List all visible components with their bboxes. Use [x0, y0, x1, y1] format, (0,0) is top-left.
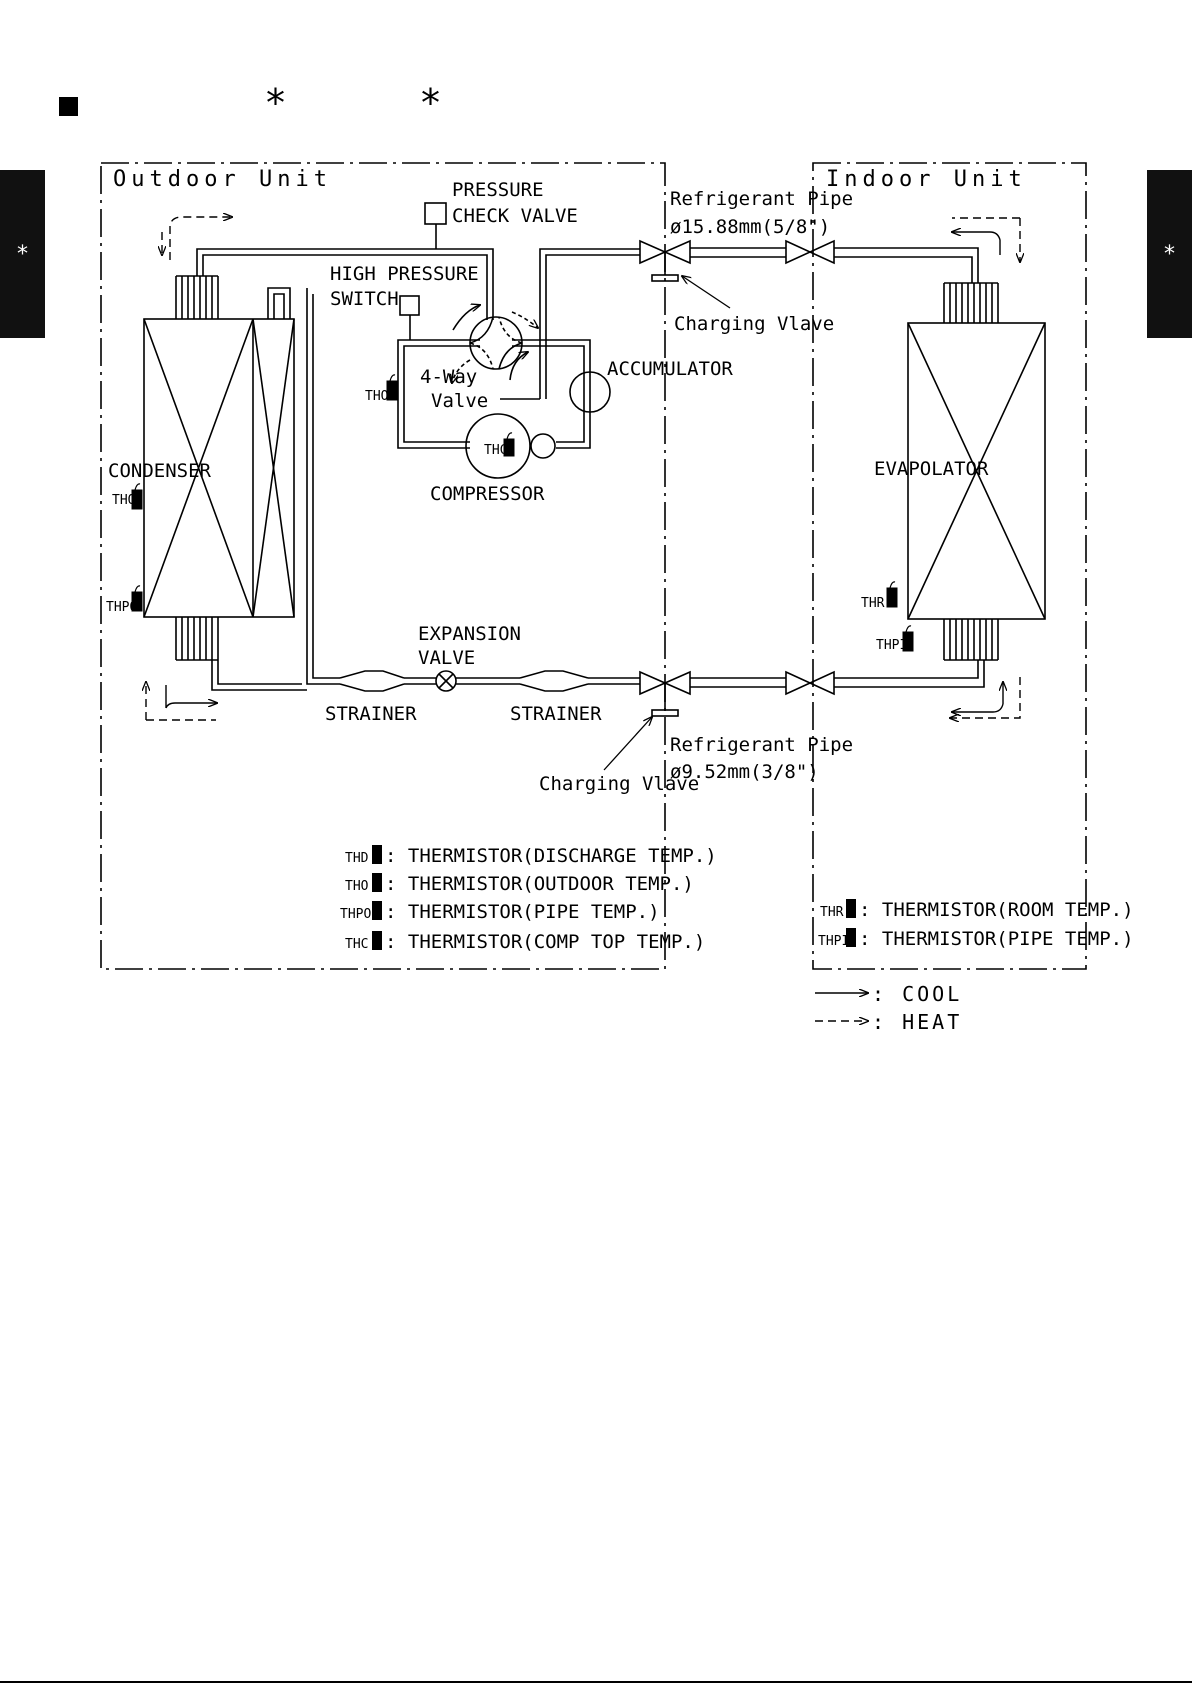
legend-thd-icon — [372, 845, 382, 864]
condenser-label: CONDENSER — [108, 460, 212, 482]
page-bottom-rule — [0, 1681, 1192, 1683]
legend-thpi-icon — [846, 928, 856, 947]
flare-valve-liquid — [785, 670, 835, 696]
gas-pipe-label-1: Refrigerant Pipe — [670, 188, 853, 210]
flare-valve-gas — [785, 239, 835, 265]
header-star-1: * — [266, 81, 285, 125]
flow-legend-heat: : HEAT — [872, 1010, 962, 1034]
legend-thpi-code: THPI — [818, 934, 849, 949]
liquid-pipe-label-1: Refrigerant Pipe — [670, 734, 853, 756]
charging-valve-bottom-label: Charging Vlave — [539, 773, 699, 795]
strainer-left — [339, 670, 405, 692]
thermistor-thr-icon — [886, 581, 898, 608]
legend-thd-desc: : THERMISTOR(DISCHARGE TEMP.) — [385, 845, 717, 867]
legend-thr-desc: : THERMISTOR(ROOM TEMP.) — [859, 899, 1134, 921]
thermistor-thc-label: THC — [484, 443, 507, 458]
compressor-aux-symbol — [530, 433, 556, 459]
condenser-coil — [143, 275, 295, 661]
four-way-valve-label-2: Valve — [431, 390, 488, 412]
expansion-valve-label-2: VALVE — [418, 647, 475, 669]
piping — [196, 247, 985, 691]
outdoor-unit-frame — [100, 162, 666, 970]
pressure-check-valve-symbol — [424, 202, 447, 225]
thermistor-tho-valve-icon — [386, 374, 398, 401]
high-pressure-switch-label-2: SWITCH — [330, 288, 399, 310]
gas-pipe-label-2: ø15.88mm(5/8") — [670, 216, 830, 238]
accumulator-symbol — [569, 371, 611, 413]
thermistor-thpi-label: THPI — [876, 638, 907, 653]
compressor-label: COMPRESSOR — [430, 483, 545, 505]
section-bullet — [59, 97, 78, 116]
strainer-left-label: STRAINER — [325, 703, 417, 725]
charging-valve-top-label: Charging Vlave — [674, 313, 834, 335]
thermistor-tho-valve-label: THO — [365, 389, 389, 404]
thermistor-thpo-label: THPO — [106, 600, 137, 615]
expansion-valve-label-1: EXPANSION — [418, 623, 521, 645]
accumulator-label: ACCUMULATOR — [607, 358, 733, 380]
four-way-valve-label-1: 4-Way — [420, 366, 477, 388]
outdoor-legend: THD : THERMISTOR(DISCHARGE TEMP.) THO : … — [340, 845, 717, 953]
indoor-unit-title: Indoor Unit — [826, 167, 1027, 192]
thermistor-thpo-icon — [131, 585, 143, 612]
indoor-legend: THR : THERMISTOR(ROOM TEMP.) THPI : THER… — [818, 899, 1134, 950]
legend-thr-code: THR — [820, 905, 844, 920]
evaporator-coil — [907, 282, 1046, 661]
legend-thc-code: THC — [345, 937, 368, 952]
legend-tho-code: THO — [345, 879, 369, 894]
evaporator-label: EVAPOLATOR — [874, 458, 989, 480]
legend-thr-icon — [846, 899, 856, 918]
thermistor-thr-label: THR — [861, 596, 885, 611]
flow-legend — [815, 993, 868, 1021]
legend-thpo-desc: : THERMISTOR(PIPE TEMP.) — [385, 901, 660, 923]
compressor-symbol — [465, 413, 531, 479]
service-valve-gas — [639, 239, 691, 282]
legend-thpo-icon — [372, 901, 382, 920]
flow-legend-cool: : COOL — [872, 982, 962, 1006]
legend-tho-icon — [372, 873, 382, 892]
outdoor-unit-title: Outdoor Unit — [113, 167, 332, 192]
pressure-check-valve-label-1: PRESSURE — [452, 179, 544, 201]
legend-tho-desc: : THERMISTOR(OUTDOOR TEMP.) — [385, 873, 694, 895]
strainer-right — [519, 670, 589, 692]
strainer-right-label: STRAINER — [510, 703, 602, 725]
expansion-valve-symbol — [435, 670, 457, 692]
legend-thpi-desc: : THERMISTOR(PIPE TEMP.) — [859, 928, 1134, 950]
pressure-check-valve-label-2: CHECK VALVE — [452, 205, 578, 227]
thermistor-tho-condenser-label: THO — [112, 493, 136, 508]
legend-thpo-code: THPO — [340, 907, 371, 922]
four-way-valve-symbol — [452, 305, 538, 383]
legend-thd-code: THD — [345, 851, 369, 866]
airflow-arrows — [146, 217, 1020, 720]
legend-thc-icon — [372, 931, 382, 950]
thermistor-thpi-icon — [902, 625, 914, 652]
side-tab-left: * — [0, 170, 45, 338]
indoor-unit-frame — [812, 162, 1087, 970]
thermistor-thc-icon — [503, 432, 515, 457]
high-pressure-switch-label-1: HIGH PRESSURE — [330, 263, 479, 285]
liquid-pipe-label-2: ø9.52mm(3/8") — [670, 761, 819, 783]
side-tab-right: * — [1147, 170, 1192, 338]
legend-thc-desc: : THERMISTOR(COMP TOP TEMP.) — [385, 931, 705, 953]
thermistor-tho-condenser-icon — [131, 483, 143, 510]
service-valve-liquid — [639, 670, 691, 717]
header-star-2: * — [421, 81, 440, 125]
high-pressure-switch-symbol — [399, 295, 420, 316]
